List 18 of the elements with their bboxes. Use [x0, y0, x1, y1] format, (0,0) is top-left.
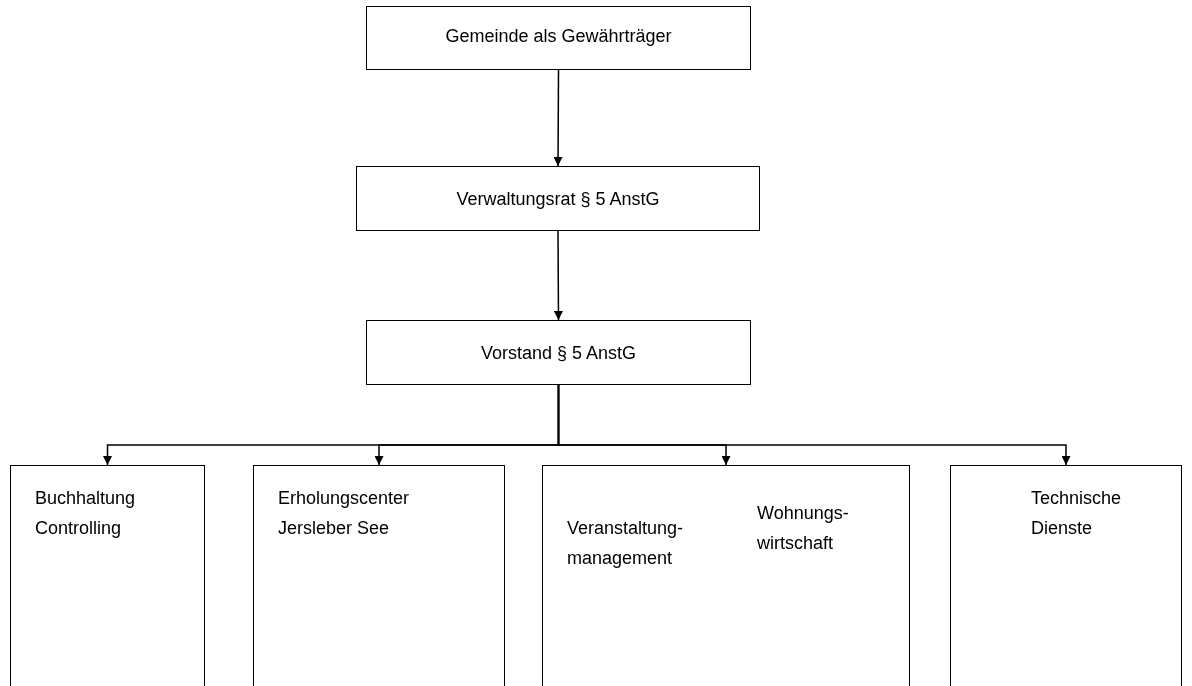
box-label: Vorstand § 5 AnstG — [479, 342, 638, 365]
org-box — [366, 320, 751, 385]
box-label: Verwaltungsrat § 5 AnstG — [455, 188, 661, 211]
org-box — [356, 166, 760, 231]
box-label: Wohnungs- wirtschaft — [757, 502, 850, 555]
arrow — [553, 69, 563, 167]
box-label: Erholungscenter Jersleber See — [278, 487, 411, 540]
org-box — [542, 465, 910, 686]
org-box — [253, 465, 505, 686]
arrow — [553, 230, 563, 321]
box-label: Gemeinde als Gewährträger — [444, 25, 673, 48]
org-box — [10, 465, 205, 686]
org-box — [950, 465, 1182, 686]
box-label: Technische Dienste — [1031, 487, 1123, 540]
box-label: Veranstaltung- management — [567, 517, 685, 570]
arrow — [557, 384, 1071, 466]
org-box — [366, 6, 751, 70]
box-label: Buchhaltung Controlling — [35, 487, 137, 540]
